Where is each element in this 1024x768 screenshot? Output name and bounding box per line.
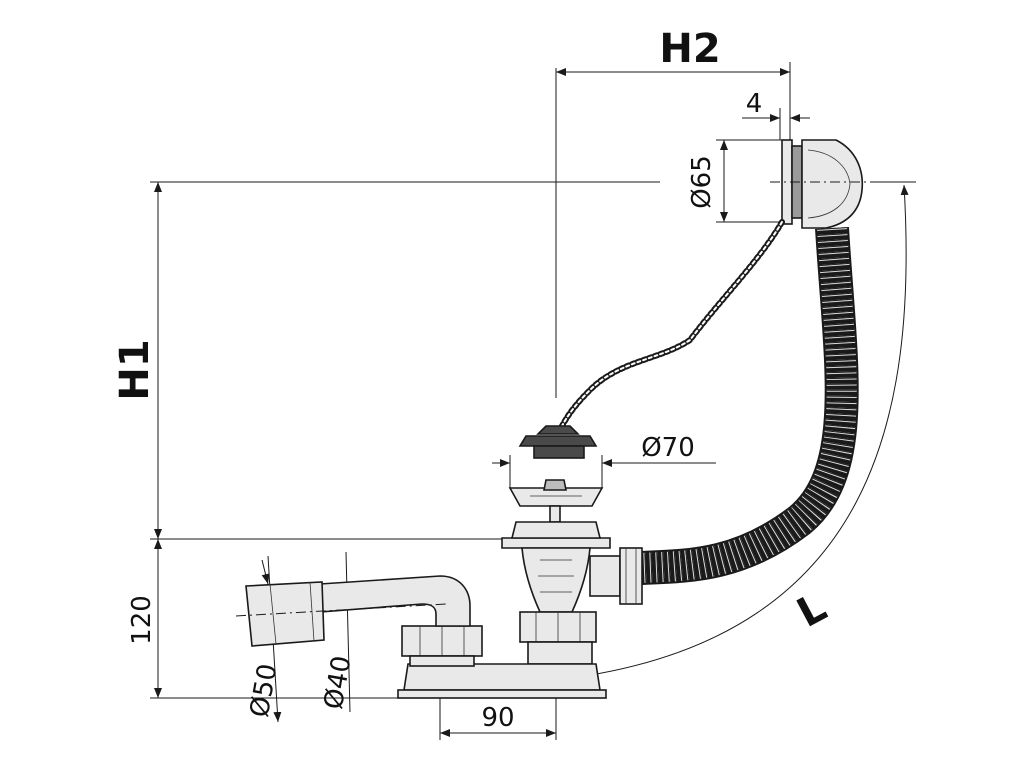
plug-chain xyxy=(559,219,785,429)
h2-label: H2 xyxy=(659,26,720,72)
overflow-head xyxy=(770,139,916,229)
h1-label: H1 xyxy=(112,339,158,400)
height-120-label: 120 xyxy=(127,595,157,645)
overflow-diameter-label: Ø65 xyxy=(687,155,717,209)
plug-diameter-dimension: Ø70 xyxy=(492,433,716,488)
drain-body xyxy=(501,521,643,665)
trap-base xyxy=(397,663,607,699)
drain-strainer xyxy=(508,479,604,523)
plug-diameter-label: Ø70 xyxy=(641,433,695,463)
stopper-plug xyxy=(518,425,598,459)
outlet-inner-diameter-label: Ø40 xyxy=(319,654,358,712)
overflow-diameter-dimension: Ø65 xyxy=(687,139,782,223)
offset-90-label: 90 xyxy=(481,703,514,733)
h2-dimension: H2 xyxy=(555,26,791,398)
outlet-pipe xyxy=(235,575,471,647)
l-label: L xyxy=(790,584,834,637)
height-120-dimension: 120 xyxy=(127,538,400,699)
flexible-hose xyxy=(639,226,859,585)
trap-riser xyxy=(401,625,483,667)
gap-label: 4 xyxy=(746,89,763,119)
gap-dimension: 4 xyxy=(742,89,810,140)
h1-dimension: H1 xyxy=(112,181,660,540)
